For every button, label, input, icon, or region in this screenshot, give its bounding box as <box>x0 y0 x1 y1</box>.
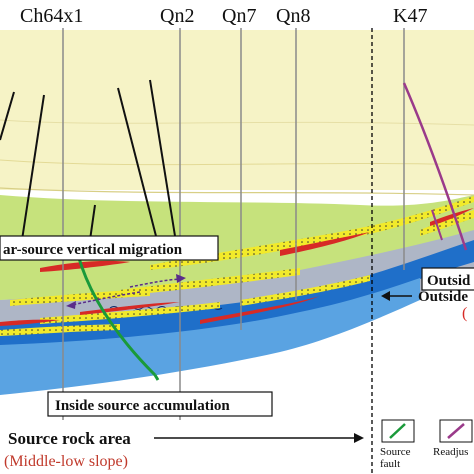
legend-label-readjusted-fault: Readjus <box>433 446 468 458</box>
source-fault <box>76 254 157 377</box>
readjusted-fault <box>431 209 443 241</box>
vertical-migration-box <box>0 235 219 261</box>
fault-line <box>21 94 45 241</box>
source-fault <box>153 374 160 381</box>
migration-arrowhead <box>66 301 76 309</box>
light-blue-layer <box>0 278 420 395</box>
strata-line <box>0 187 474 196</box>
sand-body <box>40 302 220 324</box>
inside-accumulation-label: Inside source accumulation <box>55 398 230 414</box>
red-layer <box>0 319 60 326</box>
outside-arrowhead <box>381 291 390 301</box>
source-rock-arrowhead <box>354 433 364 443</box>
red-partial-mark: ( <box>462 305 467 322</box>
red-layer <box>430 208 474 226</box>
well-label-qn2: Qn2 <box>160 5 194 27</box>
upper-strata <box>0 30 474 190</box>
well-label-qn7: Qn7 <box>222 5 256 27</box>
red-layer <box>280 232 370 256</box>
sand-body <box>0 324 120 336</box>
slope-label: (Middle-low slope) <box>4 453 128 470</box>
readjusted-fault-legend-icon <box>447 423 465 439</box>
well-label-qn8: Qn8 <box>276 5 310 27</box>
strata-line <box>0 119 474 126</box>
fault-line <box>89 204 96 241</box>
migration-arrow <box>71 291 141 306</box>
inside-accumulation-box <box>47 391 273 417</box>
sand-body <box>420 210 474 236</box>
sand-body <box>150 196 474 270</box>
well-label-k47: K47 <box>393 5 427 27</box>
sand-body <box>10 289 150 306</box>
fault-line <box>149 79 176 237</box>
sand-body <box>120 268 300 296</box>
source-rock-area-label: Source rock area <box>8 429 131 448</box>
red-layer <box>200 296 320 324</box>
migration-arrowhead <box>176 274 186 283</box>
outside-box <box>421 267 474 291</box>
well-label-ch64x1: Ch64x1 <box>20 5 83 27</box>
migration-arrow <box>129 278 181 288</box>
vertical-migration-label: ar-source vertical migration <box>3 242 183 258</box>
source-fault-legend-icon <box>389 423 406 439</box>
fault-line <box>117 87 158 241</box>
fault-line <box>0 91 15 141</box>
outside-box-label: Outsid <box>427 273 471 289</box>
sand-body <box>240 275 370 306</box>
readjusted-fault <box>402 82 468 251</box>
outside-arrow-label: Outside <box>418 289 468 305</box>
